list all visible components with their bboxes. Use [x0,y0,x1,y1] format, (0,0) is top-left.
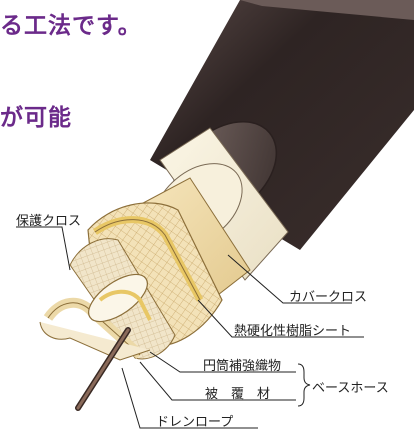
headline-line-1: る工法です。 [0,13,142,39]
label-cover-cloth: カバークロス [289,290,368,305]
label-covering-material: 被 覆 材 [205,387,271,402]
label-resin-sheet: 熱硬化性樹脂シート [234,324,352,339]
leader-lines [16,226,364,429]
label-drain-rope: ドレンロープ [156,415,234,430]
label-base-hose: ベースホース [312,381,389,396]
label-protective-cloth: 保護クロス [16,214,82,229]
headline-line-2: が可能 [0,105,72,131]
label-cylinder-fabric: 円筒補強織物 [203,359,282,374]
reinforcing-fabric-body [39,202,223,361]
drain-rope [75,327,131,411]
